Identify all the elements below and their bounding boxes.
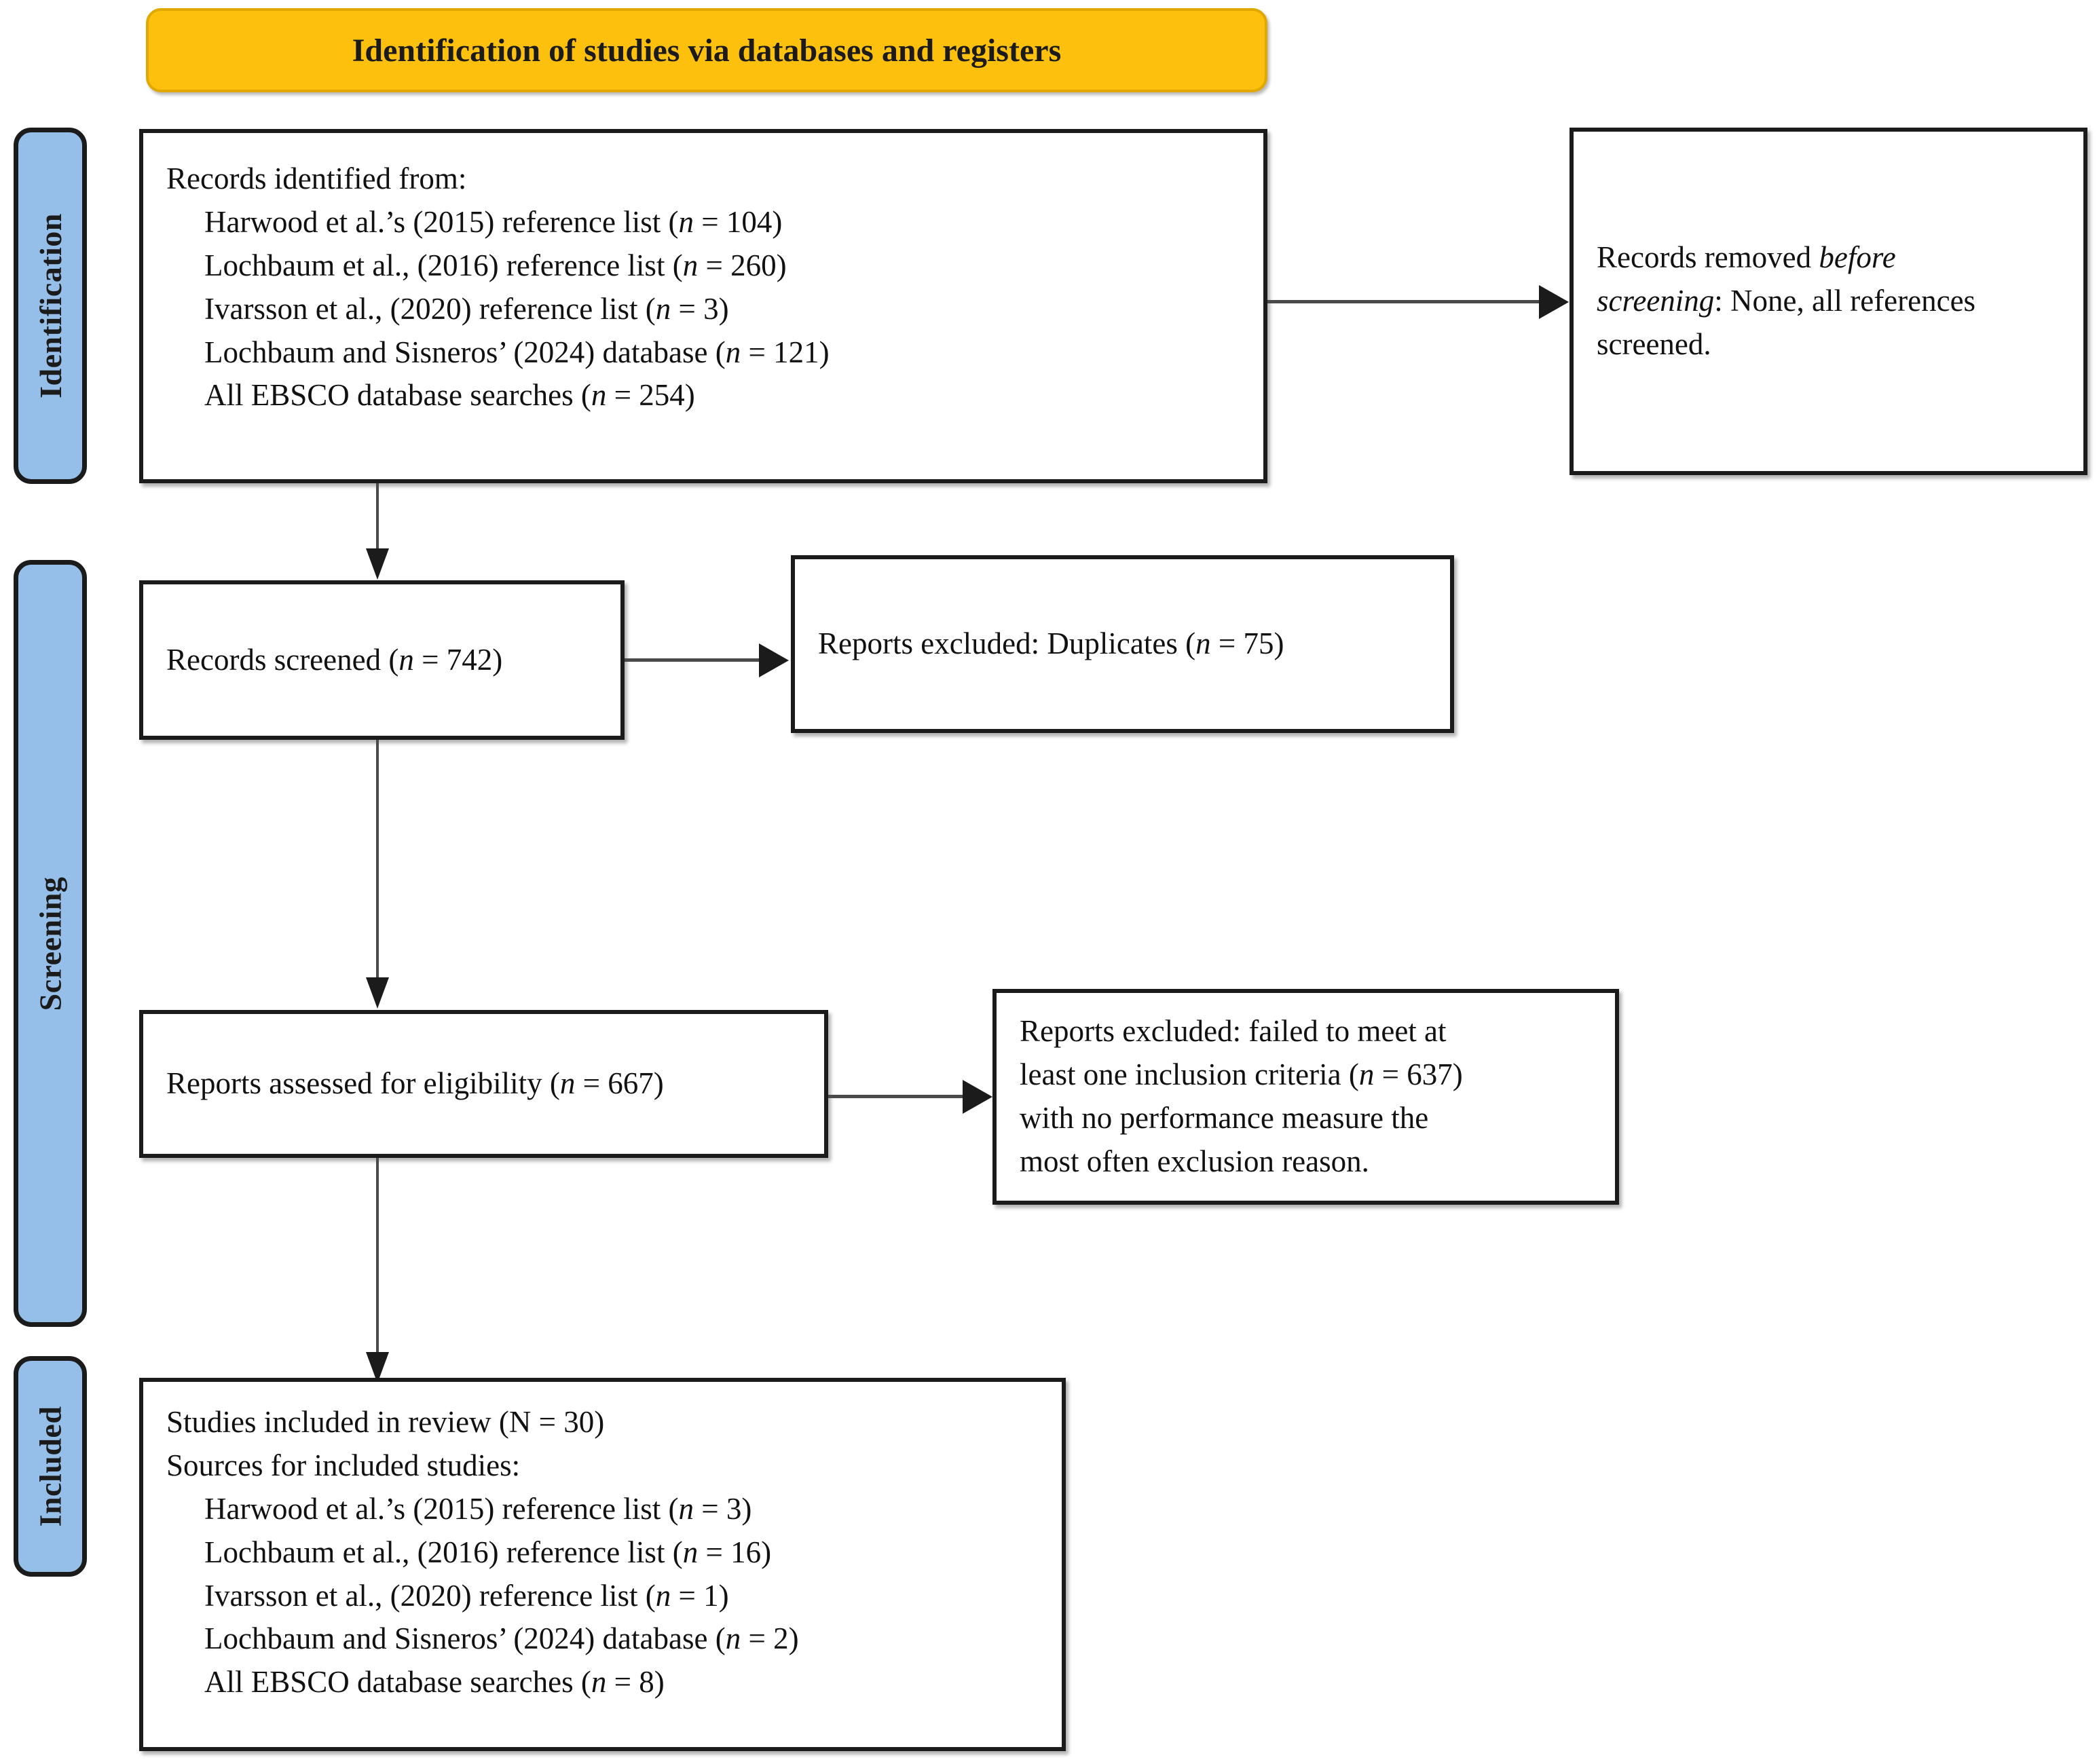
records-removed-text: Records removed: [1597, 240, 1819, 275]
records-identified-item: All EBSCO database searches (n = 254): [166, 374, 1240, 417]
n-symbol: n: [678, 1491, 694, 1526]
n-value: = 2): [741, 1621, 799, 1656]
n-symbol: n: [1195, 626, 1211, 661]
box-records-removed: Records removed before screening: None, …: [1569, 128, 2087, 475]
studies-included-item: All EBSCO database searches (n = 8): [166, 1661, 1039, 1704]
reports-assessed-text: Reports assessed for eligibility (: [166, 1066, 560, 1101]
box-reports-excluded-duplicates: Reports excluded: Duplicates (n = 75): [791, 555, 1454, 733]
duplicates-line: Reports excluded: Duplicates (n = 75): [818, 622, 1427, 666]
source-label: Ivarsson et al., (2020) reference list (: [204, 291, 656, 326]
n-symbol: n: [682, 248, 699, 282]
source-label: Harwood et al.’s (2015) reference list (: [204, 204, 679, 239]
source-label: Lochbaum and Sisneros’ (2024) database (: [204, 335, 726, 369]
excluded-criteria-text: least one inclusion criteria (: [1020, 1057, 1359, 1092]
connector-screened-to-assessed: [376, 740, 379, 981]
records-screened-line: Records screened (n = 742): [166, 639, 597, 682]
n-symbol: n: [655, 1578, 671, 1613]
stage-band-identification: Identification: [14, 128, 87, 484]
n-value: = 637): [1374, 1057, 1463, 1092]
records-removed-line: Records removed before: [1597, 236, 2060, 280]
records-identified-item: Harwood et al.’s (2015) reference list (…: [166, 201, 1240, 244]
arrowhead-screened-to-duplicates: [759, 643, 789, 677]
source-label: All EBSCO database searches (: [204, 378, 591, 413]
n-symbol: n: [398, 642, 414, 677]
header-banner: Identification of studies via databases …: [146, 8, 1267, 92]
n-symbol: n: [1358, 1057, 1375, 1092]
box-records-identified: Records identified from: Harwood et al.’…: [139, 129, 1267, 483]
n-value: = 1): [671, 1578, 729, 1613]
excluded-criteria-line: Reports excluded: failed to meet at: [1020, 1014, 1447, 1049]
arrowhead-identified-to-screened: [366, 548, 389, 580]
studies-included-subheading: Sources for included studies:: [166, 1448, 521, 1482]
excluded-criteria-line: with no performance measure the: [1020, 1101, 1429, 1135]
box-reports-assessed: Reports assessed for eligibility (n = 66…: [139, 1010, 828, 1158]
stage-band-included-label: Included: [33, 1406, 68, 1527]
source-label: Harwood et al.’s (2015) reference list (: [204, 1491, 679, 1526]
connector-identified-to-removed: [1267, 300, 1539, 303]
studies-included-heading: Studies included in review (N = 30): [166, 1405, 605, 1439]
n-symbol: n: [655, 291, 671, 326]
n-symbol: n: [591, 1665, 607, 1700]
n-value: = 3): [693, 1491, 752, 1526]
n-value: = 121): [741, 335, 830, 369]
n-value: = 742): [413, 642, 503, 677]
stage-band-screening: Screening: [14, 560, 87, 1327]
box-studies-included: Studies included in review (N = 30) Sour…: [139, 1378, 1066, 1751]
arrowhead-assessed-to-excluded: [963, 1080, 992, 1114]
n-symbol: n: [725, 335, 741, 369]
records-identified-item: Lochbaum et al., (2016) reference list (…: [166, 244, 1240, 288]
records-screened-text: Records screened (: [166, 642, 399, 677]
n-symbol: n: [591, 378, 607, 413]
n-symbol: n: [678, 204, 694, 239]
records-removed-text: : None, all references: [1714, 284, 1976, 318]
records-removed-line: screening: None, all references: [1597, 280, 2060, 323]
connector-assessed-to-included: [376, 1158, 379, 1355]
records-removed-italic: before: [1819, 240, 1896, 275]
arrowhead-identified-to-removed: [1539, 285, 1569, 319]
records-identified-item: Ivarsson et al., (2020) reference list (…: [166, 288, 1240, 331]
source-label: All EBSCO database searches (: [204, 1665, 591, 1700]
records-removed-italic: screening: [1597, 284, 1715, 318]
n-value: = 3): [671, 291, 729, 326]
connector-screened-to-duplicates: [625, 658, 760, 662]
header-banner-title: Identification of studies via databases …: [352, 32, 1062, 69]
records-removed-line: screened.: [1597, 326, 1711, 361]
stage-band-screening-label: Screening: [33, 876, 68, 1011]
n-value: = 667): [575, 1066, 664, 1101]
n-value: = 16): [698, 1535, 772, 1569]
connector-identified-to-screened: [376, 483, 379, 551]
studies-included-item: Lochbaum et al., (2016) reference list (…: [166, 1531, 1039, 1575]
duplicates-text: Reports excluded: Duplicates (: [818, 626, 1196, 661]
excluded-criteria-line: most often exclusion reason.: [1020, 1144, 1369, 1178]
n-value: = 75): [1210, 626, 1284, 661]
studies-included-item: Ivarsson et al., (2020) reference list (…: [166, 1575, 1039, 1618]
stage-band-included: Included: [14, 1356, 87, 1577]
stage-band-identification-label: Identification: [33, 213, 68, 398]
source-label: Ivarsson et al., (2020) reference list (: [204, 1578, 656, 1613]
n-value: = 104): [693, 204, 783, 239]
studies-included-item: Lochbaum and Sisneros’ (2024) database (…: [166, 1617, 1039, 1661]
n-symbol: n: [682, 1535, 699, 1569]
arrowhead-screened-to-assessed: [366, 977, 389, 1009]
source-label: Lochbaum et al., (2016) reference list (: [204, 1535, 683, 1569]
connector-assessed-to-excluded: [828, 1095, 964, 1098]
n-symbol: n: [725, 1621, 741, 1656]
source-label: Lochbaum and Sisneros’ (2024) database (: [204, 1621, 726, 1656]
source-label: Lochbaum et al., (2016) reference list (: [204, 248, 683, 282]
n-symbol: n: [559, 1066, 576, 1101]
n-value: = 260): [698, 248, 787, 282]
box-records-screened: Records screened (n = 742): [139, 580, 625, 740]
records-identified-item: Lochbaum and Sisneros’ (2024) database (…: [166, 331, 1240, 375]
n-value: = 254): [606, 378, 695, 413]
n-value: = 8): [606, 1665, 665, 1700]
reports-assessed-line: Reports assessed for eligibility (n = 66…: [166, 1062, 801, 1106]
excluded-criteria-line: least one inclusion criteria (n = 637): [1020, 1053, 1592, 1097]
studies-included-item: Harwood et al.’s (2015) reference list (…: [166, 1488, 1039, 1531]
records-identified-heading: Records identified from:: [166, 162, 467, 195]
box-reports-excluded-criteria: Reports excluded: failed to meet at leas…: [992, 989, 1619, 1205]
